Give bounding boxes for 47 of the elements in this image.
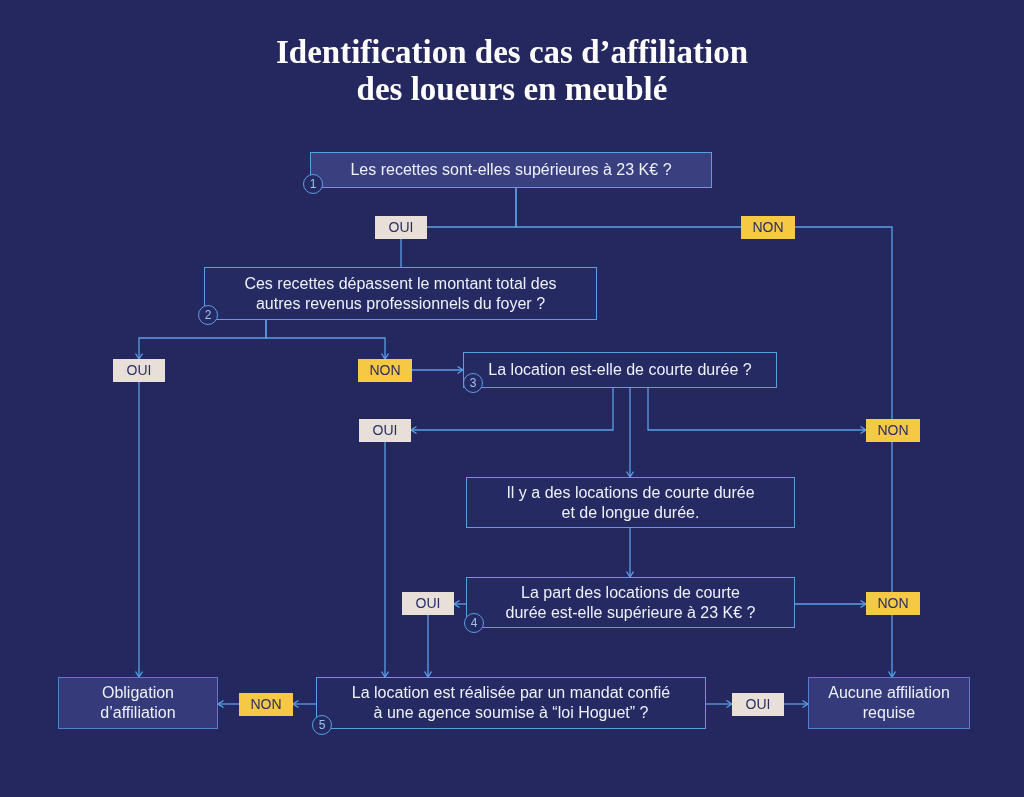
result-text: Obligation d’affiliation	[99, 683, 177, 723]
connector-line	[891, 441, 893, 593]
arrow	[411, 365, 464, 375]
arrow	[423, 614, 433, 678]
answer-tag: OUI	[402, 592, 454, 615]
connector-line	[794, 226, 893, 420]
question-text: Les recettes sont-elles supérieures à 23 K€ ?	[350, 160, 672, 180]
answer-tag: NON	[239, 693, 293, 716]
arrow	[217, 699, 240, 709]
question-box	[466, 477, 795, 528]
question-text: La location est réalisée par un mandat confié à une agence soumise à “loi Hoguet” ?	[350, 683, 672, 723]
arrow	[647, 387, 867, 435]
answer-tag: OUI	[113, 359, 165, 382]
question-text: Ces recettes dépassent le montant total des autres revenus professionnels du foyer ?	[243, 273, 558, 314]
step-number-badge: 1	[303, 174, 323, 194]
arrow	[453, 599, 467, 609]
arrow	[134, 381, 144, 678]
title: Identification des cas d’affiliation des loueurs en meublé	[274, 34, 750, 108]
answer-tag: NON	[866, 592, 920, 615]
arrow	[783, 699, 809, 709]
step-number-badge: 2	[198, 305, 218, 325]
answer-tag: OUI	[375, 216, 427, 239]
arrow	[794, 599, 867, 609]
question-text: Il y a des locations de courte durée et de longue durée.	[505, 482, 756, 523]
connector-line	[400, 238, 402, 268]
connector-line	[515, 187, 742, 228]
step-number-badge: 5	[312, 715, 332, 735]
question-text: La location est-elle de courte durée ?	[488, 360, 752, 380]
arrow	[625, 387, 635, 478]
arrow	[625, 527, 635, 578]
answer-tag: NON	[358, 359, 412, 382]
result-box	[808, 677, 970, 729]
answer-tag: OUI	[732, 693, 784, 716]
step-number-badge: 3	[463, 373, 483, 393]
step-number-badge: 4	[464, 613, 484, 633]
arrow	[380, 441, 390, 678]
arrow	[887, 614, 897, 678]
answer-tag: OUI	[359, 419, 411, 442]
answer-tag: NON	[866, 419, 920, 442]
arrow	[292, 699, 317, 709]
result-text: Aucune affiliation requise	[827, 683, 951, 723]
question-text: La part des locations de courte durée est-elle supérieure à 23 K€ ?	[504, 582, 757, 623]
answer-tag: NON	[741, 216, 795, 239]
arrow	[705, 699, 733, 709]
result-box	[58, 677, 218, 729]
arrow	[265, 319, 390, 360]
arrow	[410, 387, 614, 435]
